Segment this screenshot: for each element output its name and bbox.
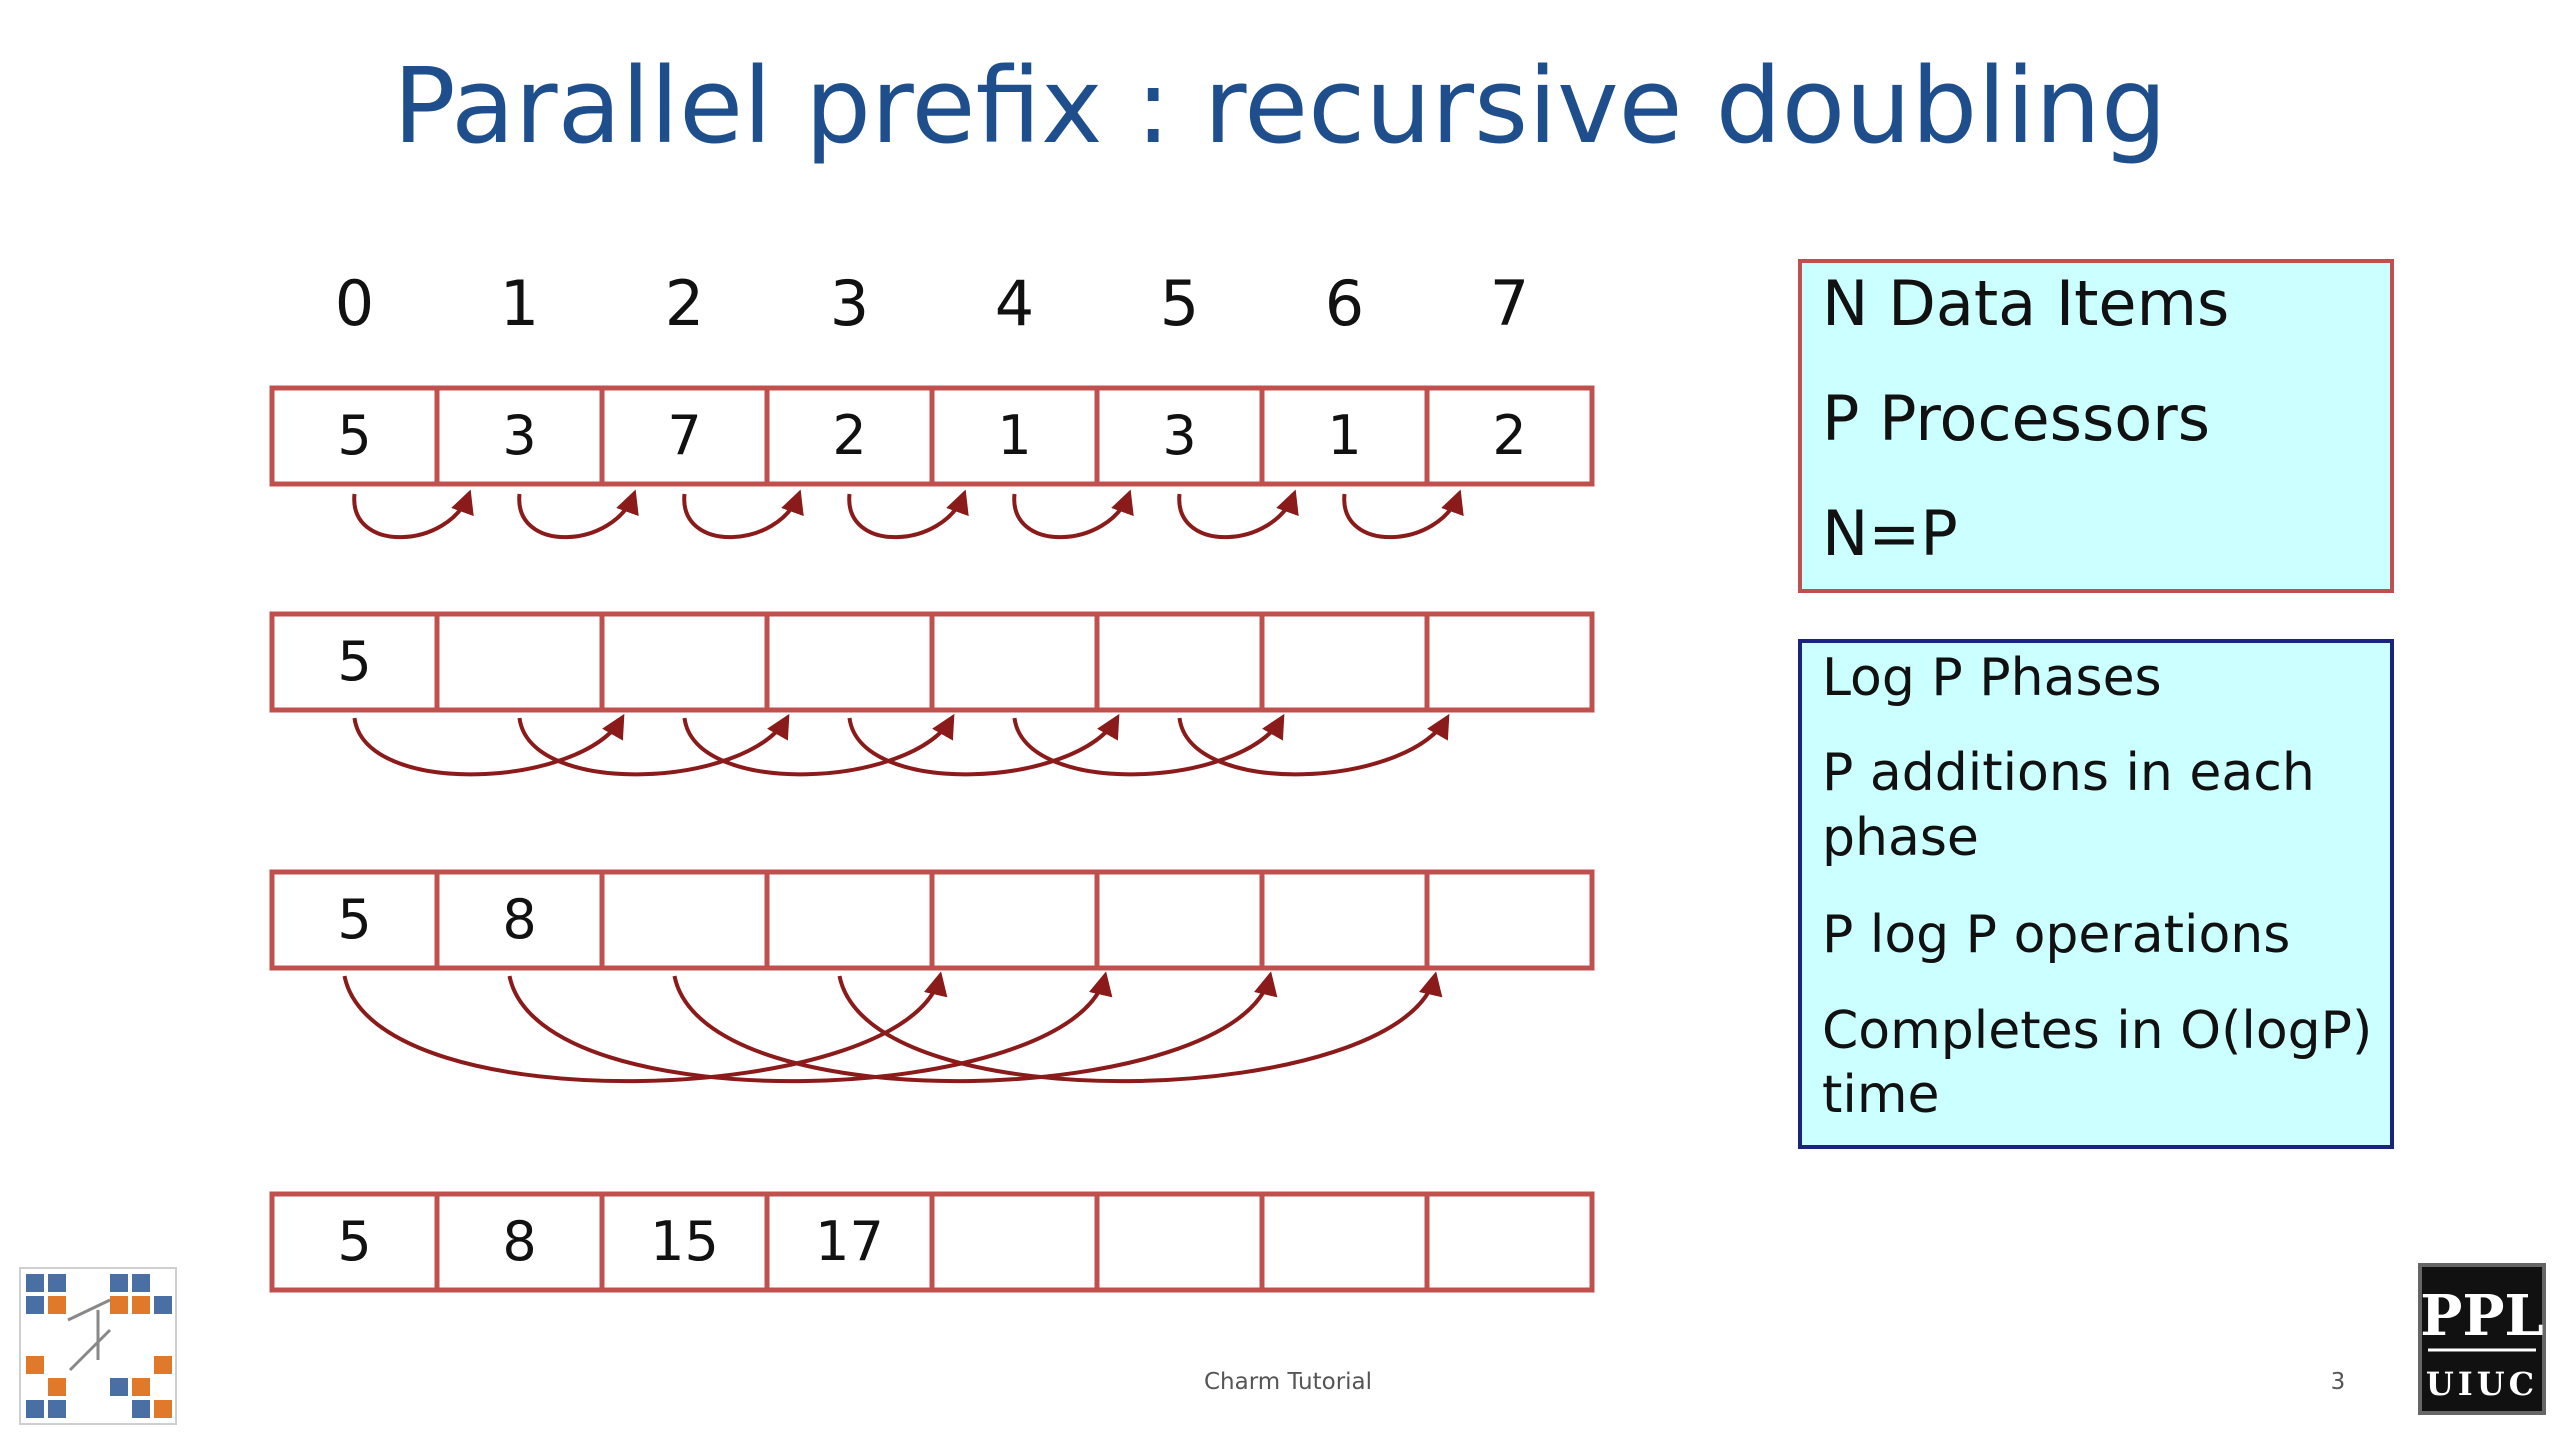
array-cell bbox=[1424, 869, 1595, 971]
array-row-2: 5 bbox=[269, 611, 1595, 713]
info-box-2-line-6: time bbox=[1822, 1065, 1939, 1125]
phase-3-arrow bbox=[672, 971, 1278, 1084]
array-cell-value: 5 bbox=[337, 404, 371, 467]
array-cell bbox=[764, 611, 935, 713]
array-cell bbox=[1259, 1191, 1430, 1293]
dependency-arrows bbox=[342, 489, 1464, 1084]
array-cell bbox=[434, 611, 605, 713]
array-cell-value: 15 bbox=[650, 1210, 719, 1273]
array-cell bbox=[599, 385, 770, 487]
info-box-2-line-3: phase bbox=[1822, 808, 1979, 868]
phase-2-arrow bbox=[1012, 713, 1285, 777]
phase-1-arrow bbox=[1012, 489, 1134, 540]
info-box-1-line-1: N Data Items bbox=[1822, 267, 2229, 340]
array-cell bbox=[929, 385, 1100, 487]
array-cell bbox=[1424, 385, 1595, 487]
slide-title: Parallel prefix : recursive doubling bbox=[393, 45, 2167, 167]
index-label: 6 bbox=[1325, 267, 1364, 340]
array-row-4: 5 8 15 17 bbox=[269, 1191, 1595, 1293]
array-cell-value: 17 bbox=[815, 1210, 884, 1273]
array-cell-value: 3 bbox=[502, 404, 536, 467]
index-row: 0 1 2 3 4 5 6 7 bbox=[335, 267, 1529, 340]
array-cell-value: 5 bbox=[337, 630, 371, 693]
logo-ppl-text: PPL bbox=[2420, 1283, 2544, 1349]
array-cell-value: 1 bbox=[1327, 404, 1361, 467]
phase-1-arrow bbox=[517, 489, 639, 540]
index-label: 4 bbox=[995, 267, 1034, 340]
array-cell-value: 3 bbox=[1162, 404, 1196, 467]
index-label: 1 bbox=[500, 267, 539, 340]
index-label: 7 bbox=[1490, 267, 1529, 340]
array-cell bbox=[599, 869, 770, 971]
phase-1-arrow bbox=[1177, 489, 1299, 540]
phase-2-arrow bbox=[352, 713, 625, 777]
array-cell bbox=[1424, 611, 1595, 713]
info-box-1-frame bbox=[1798, 259, 2394, 593]
array-cell bbox=[269, 611, 440, 713]
array-cell bbox=[929, 611, 1100, 713]
array-cell bbox=[599, 611, 770, 713]
array-cell-value: 5 bbox=[337, 888, 371, 951]
array-cell-value: 2 bbox=[832, 404, 866, 467]
index-label: 0 bbox=[335, 267, 374, 340]
phase-1-arrow bbox=[847, 489, 969, 540]
phase-3-arrow bbox=[837, 971, 1443, 1084]
array-cell bbox=[1094, 611, 1265, 713]
phase-2-arrow bbox=[1177, 713, 1450, 777]
array-cell bbox=[1094, 869, 1265, 971]
array-cell bbox=[1094, 385, 1265, 487]
phase-1-arrow bbox=[682, 489, 804, 540]
array-cell bbox=[929, 1191, 1100, 1293]
array-cell-value: 2 bbox=[1492, 404, 1526, 467]
phase-3-arrow bbox=[342, 971, 948, 1084]
phase-1-arrow bbox=[352, 489, 474, 540]
info-box-data-items: N Data Items P Processors N=P bbox=[1798, 259, 2394, 593]
array-cell-value: 8 bbox=[502, 1210, 536, 1273]
array-cell bbox=[434, 1191, 605, 1293]
array-cell bbox=[1259, 611, 1430, 713]
array-cell bbox=[269, 385, 440, 487]
ppl-uiuc-logo: PPL UIUC bbox=[2418, 1263, 2546, 1415]
info-box-2-line-4: P log P operations bbox=[1822, 905, 2290, 965]
array-cell-value: 5 bbox=[337, 1210, 371, 1273]
info-box-complexity: Log P Phases P additions in each phase P… bbox=[1798, 639, 2394, 1149]
logo-uiuc-text: UIUC bbox=[2426, 1365, 2538, 1403]
phase-1-arrow bbox=[1342, 489, 1464, 540]
array-cell bbox=[1259, 385, 1430, 487]
charm-logo-icon bbox=[19, 1267, 177, 1425]
index-label: 2 bbox=[665, 267, 704, 340]
info-box-1-line-3: N=P bbox=[1822, 497, 1958, 570]
array-cell bbox=[1424, 1191, 1595, 1293]
footer-title: Charm Tutorial bbox=[1204, 1369, 1372, 1395]
info-box-2-line-2: P additions in each bbox=[1822, 743, 2315, 803]
array-cell bbox=[1259, 869, 1430, 971]
array-cell bbox=[269, 869, 440, 971]
info-box-2-frame bbox=[1798, 639, 2394, 1149]
index-label: 5 bbox=[1160, 267, 1199, 340]
array-row-1: 5 3 7 2 1 3 1 2 bbox=[269, 385, 1595, 487]
info-box-2-line-1: Log P Phases bbox=[1822, 648, 2162, 708]
phase-2-arrow bbox=[682, 713, 955, 777]
array-cell bbox=[599, 1191, 770, 1293]
array-cell-value: 8 bbox=[502, 888, 536, 951]
array-cell bbox=[929, 869, 1100, 971]
array-cell bbox=[269, 1191, 440, 1293]
array-cell bbox=[1094, 1191, 1265, 1293]
phase-2-arrow bbox=[847, 713, 1120, 777]
array-cell-value: 1 bbox=[997, 404, 1031, 467]
array-cell bbox=[434, 385, 605, 487]
array-cell bbox=[764, 869, 935, 971]
phase-2-arrow bbox=[517, 713, 790, 777]
index-label: 3 bbox=[830, 267, 869, 340]
page-number: 3 bbox=[2331, 1369, 2346, 1395]
array-cell-value: 7 bbox=[667, 404, 701, 467]
info-box-2-line-5: Completes in O(logP) bbox=[1822, 1001, 2372, 1061]
phase-3-arrow bbox=[507, 971, 1113, 1084]
info-box-1-line-2: P Processors bbox=[1822, 382, 2210, 455]
